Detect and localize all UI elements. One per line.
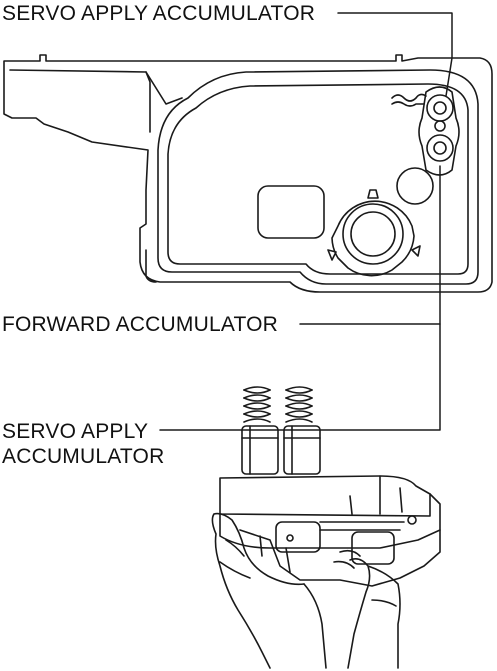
accumulator-piston-left <box>241 425 279 475</box>
bolt-head-2 <box>286 534 294 542</box>
bearing-boss <box>327 189 421 277</box>
bolt-head <box>407 515 417 525</box>
case-bottom-ledge <box>145 249 157 283</box>
solenoid-block-left <box>275 521 321 553</box>
valve-body-detail <box>259 475 405 573</box>
left-forearm <box>303 583 327 669</box>
valve-body-lower <box>239 529 441 587</box>
valve-body-assembly <box>219 386 441 587</box>
accumulator-bores <box>418 86 460 176</box>
square-port <box>257 185 325 239</box>
right-hand <box>347 558 401 669</box>
left-hand <box>211 512 305 669</box>
case-arm-step <box>145 71 151 133</box>
leader-servo-apply-bottom <box>159 323 441 431</box>
forward-bore <box>426 134 454 162</box>
accumulator-piston-right <box>283 425 321 475</box>
hands <box>211 512 401 669</box>
label-servo-apply-accumulator-top: SERVO APPLY ACCUMULATOR <box>2 2 316 25</box>
transmission-case <box>3 54 493 293</box>
servo-apply-bore <box>426 94 454 122</box>
round-port <box>396 167 434 205</box>
label-servo-apply-accumulator-bottom: SERVO APPLY ACCUMULATOR <box>2 419 164 469</box>
valve-body-top <box>219 475 431 517</box>
fluid-passage-2 <box>391 101 425 107</box>
case-inner-rim-2 <box>167 83 469 275</box>
label-forward-accumulator: FORWARD ACCUMULATOR <box>2 313 279 336</box>
case-arm-edge <box>9 69 183 105</box>
leader-lines <box>159 12 453 431</box>
case-outline <box>3 54 493 293</box>
label-line-1: SERVO APPLY <box>2 420 149 443</box>
accumulator-spring-left <box>243 386 271 423</box>
leader-servo-apply-top <box>337 12 453 97</box>
label-line-2: ACCUMULATOR <box>2 445 165 468</box>
case-inner-rim <box>157 69 479 285</box>
right-fingers <box>333 549 361 569</box>
solenoid-block-right <box>351 531 395 565</box>
fluid-passage <box>391 93 427 102</box>
accumulator-spring-right <box>285 386 313 423</box>
valve-body-front <box>219 493 441 549</box>
